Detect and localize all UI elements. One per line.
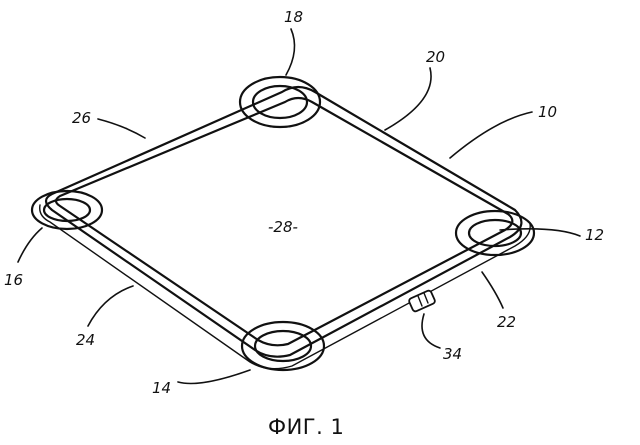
connector-34 <box>408 290 436 313</box>
ref-numeral-34: 34 <box>443 345 462 363</box>
center-label: -28- <box>268 218 298 236</box>
corner-ring-right <box>456 211 534 255</box>
ref-numeral-16: 16 <box>4 271 23 289</box>
ref-numeral-10: 10 <box>538 103 557 121</box>
ref-numeral-14: 14 <box>152 379 171 397</box>
ref-numeral-18: 18 <box>284 8 303 26</box>
figure-caption: ФИГ. 1 <box>268 415 344 439</box>
ref-numeral-22: 22 <box>497 313 516 331</box>
ref-numeral-24: 24 <box>76 331 95 349</box>
corner-ring-top <box>240 77 320 127</box>
ref-numeral-20: 20 <box>426 48 445 66</box>
ref-numeral-12: 12 <box>585 226 604 244</box>
ref-numeral-26: 26 <box>72 109 91 127</box>
